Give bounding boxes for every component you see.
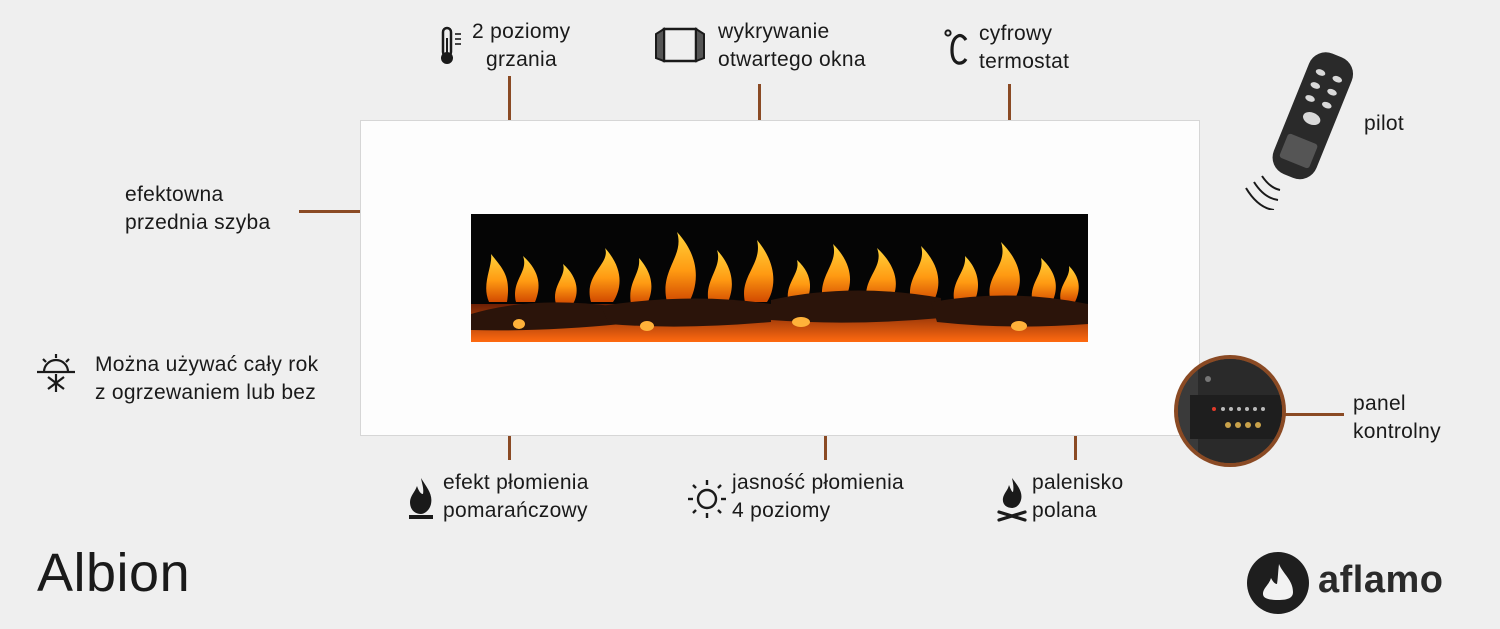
feature-logs-label: palenisko polana (1032, 471, 1124, 522)
thermometer-icon (438, 26, 464, 71)
open-window-icon (654, 25, 706, 70)
model-name: Albion (37, 543, 191, 603)
leader-control-panel (1280, 413, 1344, 416)
flame-drop-logo (1247, 552, 1309, 614)
brand-name: aflamo (1318, 559, 1444, 601)
celsius-icon (944, 28, 970, 73)
firebox (471, 214, 1088, 342)
feature-control-panel-label: panel kontrolny (1353, 392, 1441, 443)
leader-heating (508, 76, 511, 163)
campfire-icon (996, 476, 1028, 527)
feature-remote-label: pilot (1364, 112, 1405, 135)
remote-control-icon (1240, 50, 1360, 215)
flame-icon (407, 476, 435, 525)
feature-window-label: wykrywanie otwartego okna (718, 20, 866, 71)
feature-brightness-label: jasność płomienia 4 poziomy (732, 471, 905, 522)
leader-glass (299, 210, 373, 213)
control-panel-inset (1174, 355, 1286, 467)
feature-flame-label: efekt płomienia pomarańczowy (443, 471, 589, 522)
flames-and-logs (471, 232, 1088, 342)
feature-glass-label: efektowna przednia szyba (125, 183, 271, 234)
feature-thermostat-label: cyfrowy termostat (979, 22, 1070, 73)
sun-snowflake-icon (35, 352, 77, 399)
sun-icon (686, 478, 728, 525)
feature-heating-label: 2 poziomy grzania (472, 20, 571, 71)
feature-year-round-label: Można używać cały rok z ogrzewaniem lub … (95, 353, 319, 404)
